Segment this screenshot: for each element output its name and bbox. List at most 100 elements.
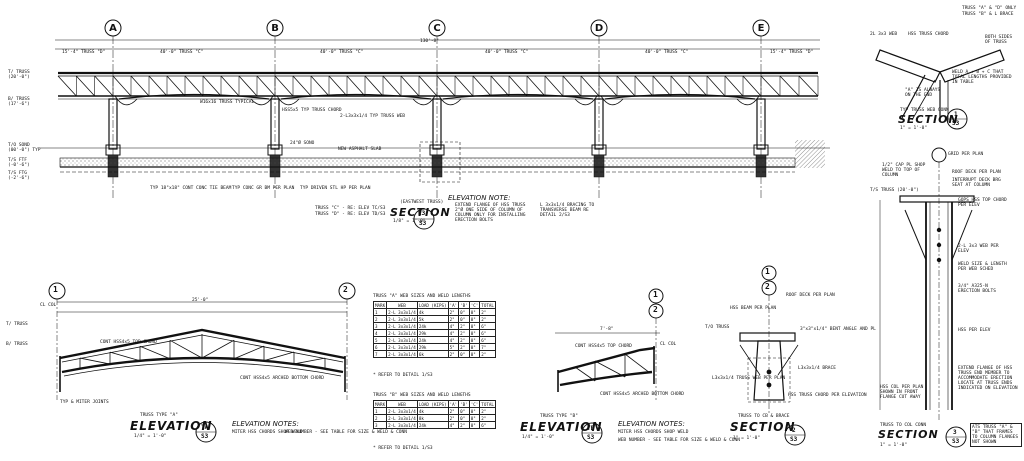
s3-tos: T/S TRUSS (20'-0") [870, 188, 919, 193]
s2-c6: HSS TRUSS CHORD PER ELEVATION [788, 393, 867, 398]
s3-c2: ROOF DECK PER PLAN [952, 170, 1001, 175]
tb-type: TRUSS TYPE "B" [540, 414, 578, 419]
table-cell: 3 [372, 421, 388, 429]
truss-web [616, 75, 636, 97]
elevation-tb-linework [555, 288, 664, 400]
table-header-cell: 'A' [447, 301, 460, 309]
table-cell: 2" [447, 308, 460, 316]
ta-diagonal [263, 351, 295, 362]
table-a-title: TRUSS "A" WEB SIZES AND WELD LENGTHS [373, 294, 471, 299]
s3-c4: GOPS HSS TOP CHORD PER ELEV [958, 198, 1007, 208]
table-cell: 24k [416, 336, 449, 344]
s3-c6: WELD SIZE & LENGTH PER WEB SCHED [958, 262, 1007, 272]
arched-chord [604, 93, 756, 100]
span-dim-3: 40'-0" TRUSS "C" [320, 50, 364, 55]
table-a-footnote: * REFER TO DETAIL 1/S3 [373, 373, 433, 378]
truss-web [148, 75, 168, 97]
s1-c8: BOTH SIDES OF TRUSS [985, 35, 1013, 45]
table-header-cell: TOTAL [479, 301, 496, 309]
table-cell: 4k [416, 308, 449, 316]
truss-web [382, 75, 402, 97]
table-cell: 0" [468, 407, 481, 415]
span-dim-4: 40'-0" TRUSS "C" [485, 50, 529, 55]
tb-note2: WEB NUMBER - SEE TABLE FOR SIZE & WELD &… [618, 438, 740, 443]
s3-sheet: S3 [952, 438, 960, 445]
tb-sheet: S3 [587, 434, 595, 441]
table-cell: 8k [416, 414, 449, 422]
s2-c7: T/O TRUSS [705, 325, 730, 330]
ta-bubble-right: 2 [343, 285, 348, 294]
truss-web [166, 75, 186, 97]
table-cell: 2-L 3x3x1/4 [386, 350, 418, 358]
truss-web [418, 75, 438, 97]
table-cell: 2-L 3x3x1/4 [386, 421, 418, 429]
table-header-cell: LOAD (KIPS) [416, 400, 449, 408]
table-cell: 6" [479, 329, 496, 337]
truss-web [490, 75, 510, 97]
table-header-cell: 'B' [458, 301, 470, 309]
table-cell: 1 [372, 407, 388, 415]
s3-c10: EXTEND FLANGE OF HSS TRUSS END MEMBER TO… [958, 366, 1018, 391]
table-cell: 0" [458, 350, 470, 358]
grid-bubble-b: B [271, 23, 279, 34]
truss-web [798, 75, 819, 97]
table-cell: 4 [372, 329, 388, 337]
s3-c9: HSS COL PER PLAN SHOWN IN FRONT FLANGE C… [880, 385, 924, 400]
ta-arched: CONT HSS4x5 ARCHED BOTTOM CHORD [240, 376, 324, 381]
truss-web [688, 75, 708, 97]
table-cell: 2" [479, 414, 496, 422]
span-dim-6: 15'-4" TRUSS "D" [770, 50, 814, 55]
s3-tag: TRUSS TO COL CONN [880, 423, 927, 428]
table-cell: 24k [416, 322, 449, 330]
table-cell: 0" [468, 421, 481, 429]
truss-web [670, 75, 690, 97]
ta-diagonal [201, 339, 235, 359]
s2-tag: TRUSS TO CB & BRACE [738, 414, 790, 419]
section-e3-note1: EXTEND FLANGE OF HSS TRUSS 2"Ø ONE SIDE … [455, 203, 526, 223]
arched-chord [442, 93, 594, 100]
table-b-title: TRUSS "B" WEB SIZES AND WELD LENGTHS [373, 393, 471, 398]
table-header-cell: WEB [386, 301, 418, 309]
table-cell: 2-L 3x3x1/4 [386, 407, 418, 415]
tb-bubble-right: 2 [653, 305, 658, 314]
table-cell: 2" [479, 315, 496, 323]
s3-c7: 3/4" A325-N ERECTION BOLTS [958, 284, 996, 294]
table-cell: 2-L 3x3x1/4 [386, 343, 418, 351]
table-cell: 2" [447, 350, 460, 358]
section-2-linework [739, 265, 799, 415]
truss-web [57, 75, 77, 97]
ta-scale: 1/4" = 1'-0" [134, 434, 167, 439]
knee-brace [574, 95, 598, 106]
table-cell: 0" [458, 315, 470, 323]
section-e3-scale: 1/8" = 1'-0" [393, 219, 426, 224]
knee-brace [438, 95, 462, 106]
truss-web [364, 75, 384, 97]
truss-web [130, 75, 150, 97]
table-cell: 2-L 3x3x1/4 [386, 329, 418, 337]
truss-web [454, 75, 474, 97]
table-cell: 2 [372, 315, 388, 323]
tb-dim: 7'-8" [600, 327, 614, 332]
grid-bubble-a: A [109, 23, 117, 34]
s2-c2: HSS BEAM PER PLAN [730, 306, 777, 311]
ta-note1: MITER HSS CHORDS SHOP WELD [232, 430, 303, 435]
tb-note1: MITER HSS CHORDS SHOP WELD [618, 430, 689, 435]
ta-top-chord: CONT HSS4x5 TOP CHORD [100, 340, 157, 345]
table-cell: 2" [447, 414, 460, 422]
knee-brace [736, 95, 760, 106]
callout-gradebeam: TYP CONC GR BM PER PLAN [232, 186, 295, 191]
s3-c8: HSS PER ELEV [958, 328, 991, 333]
s1-c4: "A" IS ALWAYS ON THE END [905, 88, 941, 98]
truss-web [184, 75, 204, 97]
table-cell: 3 [372, 322, 388, 330]
truss-web [220, 75, 240, 97]
table-cell: 6" [479, 421, 496, 429]
tb-arched: CONT HSS4x5 ARCHED BOTTOM CHORD [600, 392, 684, 397]
truss-web [238, 75, 258, 97]
s2-c3: 3"x3"x1/4" BENT ANGLE AND PL [800, 327, 876, 332]
table-cell: 2" [479, 308, 496, 316]
